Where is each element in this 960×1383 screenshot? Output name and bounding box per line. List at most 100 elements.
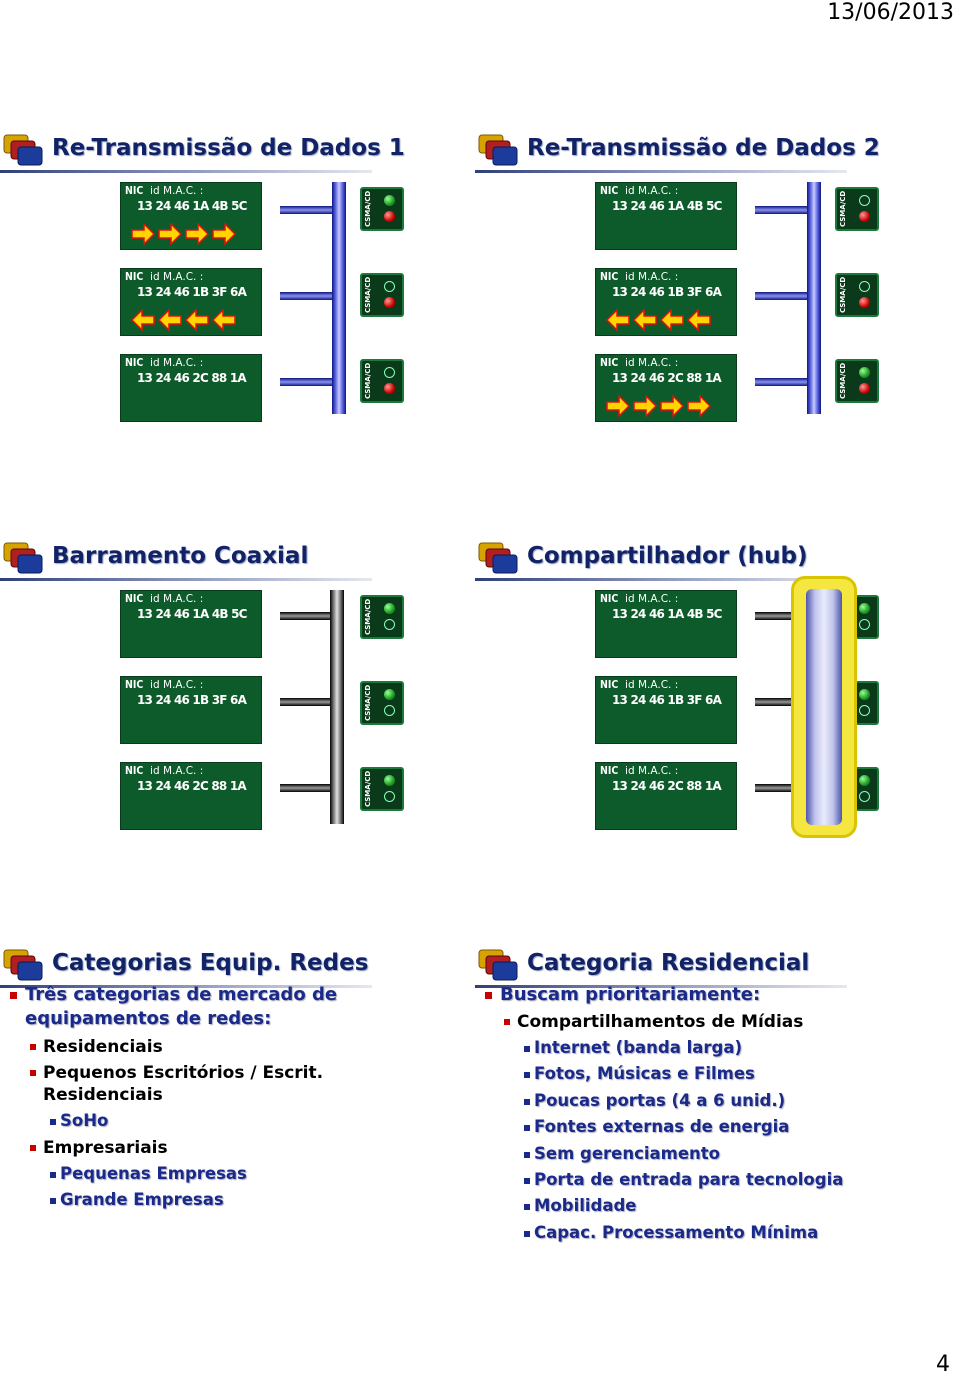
port-label: CSMA/CD: [839, 362, 847, 400]
green-led-icon: [384, 281, 395, 292]
slide-bullet-icon: [478, 949, 518, 981]
bus-connector: [755, 206, 807, 214]
title-underline: [475, 170, 847, 173]
title-underline: [0, 578, 372, 581]
bullet-square-icon: [524, 1177, 530, 1184]
csma-port: CSMA/CD: [360, 595, 404, 639]
slide-title: Re-Transmissão de Dados 2: [527, 135, 880, 161]
bullet-l2: Residenciais: [30, 1037, 163, 1057]
green-led-icon: [859, 367, 870, 378]
nic-header: NIC id M.A.C. :: [125, 185, 204, 197]
slide-categoria-residencial: Categoria Residencial Buscam prioritaria…: [475, 941, 947, 1281]
arrows-right: [606, 395, 714, 417]
port-label: CSMA/CD: [364, 770, 372, 808]
bullet-l3: Sem gerenciamento: [524, 1144, 720, 1163]
network-bus: [332, 182, 346, 414]
nic-header: NIC id M.A.C. :: [600, 185, 679, 197]
title-underline: [475, 578, 847, 581]
green-led-icon: [859, 603, 870, 614]
nic-header: NIC id M.A.C. :: [125, 679, 204, 691]
green-led-icon: [384, 603, 395, 614]
red-led-icon: [384, 211, 395, 222]
red-led-icon: [384, 619, 395, 630]
bullet-l2: Compartilhamentos de Mídias: [504, 1012, 803, 1032]
green-led-icon: [859, 195, 870, 206]
bullet-square-icon: [524, 1124, 530, 1131]
bullet-l2: Pequenos Escritórios / Escrit.: [30, 1063, 323, 1083]
slide-retransmissao-1: Re-Transmissão de Dados 1 NIC id M.A.C. …: [0, 126, 472, 466]
coax-connector: [280, 784, 332, 792]
red-led-icon: [859, 705, 870, 716]
mac-address: 13 24 46 1B 3F 6A: [612, 693, 722, 707]
bullet-l1: Três categorias de mercado de: [10, 984, 337, 1005]
arrow-left-icon: [633, 309, 657, 331]
bullet-l3: Capac. Processamento Mínima: [524, 1223, 818, 1242]
nic-header: NIC id M.A.C. :: [125, 593, 204, 605]
bullet-l1: Buscam prioritariamente:: [485, 984, 760, 1005]
bullet-square-icon: [485, 991, 492, 999]
arrow-left-icon: [185, 309, 209, 331]
hub-device: [791, 576, 857, 838]
bullet-l3: SoHo: [50, 1111, 108, 1130]
port-label: CSMA/CD: [839, 190, 847, 228]
arrow-right-icon: [185, 223, 209, 245]
nic-header: NIC id M.A.C. :: [600, 765, 679, 777]
coax-connector: [280, 612, 332, 620]
bullet-l3: Fontes externas de energia: [524, 1117, 789, 1136]
bullet-square-icon: [524, 1230, 530, 1237]
arrow-left-icon: [660, 309, 684, 331]
arrow-left-icon: [606, 309, 630, 331]
red-led-icon: [859, 791, 870, 802]
nic-card-2: NIC id M.A.C. : 13 24 46 1B 3F 6A CSMA/C…: [120, 676, 404, 744]
slide-header: Compartilhador (hub): [475, 534, 847, 584]
nic-card-1: NIC id M.A.C. : 13 24 46 1A 4B 5C CSMA/C…: [595, 182, 879, 250]
red-led-icon: [384, 383, 395, 394]
red-led-icon: [384, 791, 395, 802]
bullet-square-icon: [50, 1197, 56, 1204]
slide-bullet-icon: [3, 949, 43, 981]
arrow-left-icon: [687, 309, 711, 331]
slide-compartilhador-hub: Compartilhador (hub) NIC id M.A.C. : 13 …: [475, 534, 947, 874]
bus-connector: [280, 292, 332, 300]
slide-barramento-coaxial: Barramento Coaxial NIC id M.A.C. : 13 24…: [0, 534, 472, 874]
mac-address: 13 24 46 2C 88 1A: [612, 779, 722, 793]
arrows-left: [131, 309, 239, 331]
nic-card-1: NIC id M.A.C. : 13 24 46 1A 4B 5C CSMA/C…: [120, 590, 404, 658]
slide-title: Re-Transmissão de Dados 1: [52, 135, 405, 161]
mac-address: 13 24 46 1A 4B 5C: [137, 199, 247, 213]
slide-title: Barramento Coaxial: [52, 543, 309, 569]
nic-card-3: NIC id M.A.C. : 13 24 46 2C 88 1A CSMA/C…: [120, 762, 404, 830]
red-led-icon: [859, 383, 870, 394]
arrow-right-icon: [158, 223, 182, 245]
bullet-l3: Internet (banda larga): [524, 1038, 742, 1057]
bullet-l3: Mobilidade: [524, 1196, 636, 1215]
mac-address: 13 24 46 1B 3F 6A: [137, 693, 247, 707]
slide-header: Barramento Coaxial: [0, 534, 372, 584]
port-label: CSMA/CD: [364, 684, 372, 722]
bullet-square-icon: [524, 1071, 530, 1078]
bullet-square-icon: [524, 1045, 530, 1052]
slide-bullet-icon: [478, 542, 518, 574]
bus-connector: [280, 378, 332, 386]
nic-card-3: NIC id M.A.C. : 13 24 46 2C 88 1A CSMA/C…: [595, 354, 879, 422]
green-led-icon: [859, 281, 870, 292]
bullet-l2: Empresariais: [30, 1138, 168, 1158]
mac-address: 13 24 46 1A 4B 5C: [612, 199, 722, 213]
csma-port: CSMA/CD: [360, 273, 404, 317]
csma-port: CSMA/CD: [360, 359, 404, 403]
bullet-l3: Poucas portas (4 a 6 unid.): [524, 1091, 785, 1110]
arrow-right-icon: [660, 395, 684, 417]
slide-bullet-icon: [3, 542, 43, 574]
bullet-l1-continuation: equipamentos de redes:: [25, 1008, 272, 1029]
arrow-left-icon: [131, 309, 155, 331]
slide-header: Categorias Equip. Redes: [0, 941, 372, 991]
arrow-right-icon: [131, 223, 155, 245]
title-underline: [475, 985, 847, 988]
hub-backplane: [806, 589, 842, 825]
date-header: 13/06/2013: [827, 0, 954, 25]
green-led-icon: [859, 689, 870, 700]
bullet-square-icon: [50, 1171, 56, 1178]
mac-address: 13 24 46 1B 3F 6A: [137, 285, 247, 299]
green-led-icon: [384, 689, 395, 700]
slide-title: Categoria Residencial: [527, 950, 810, 976]
